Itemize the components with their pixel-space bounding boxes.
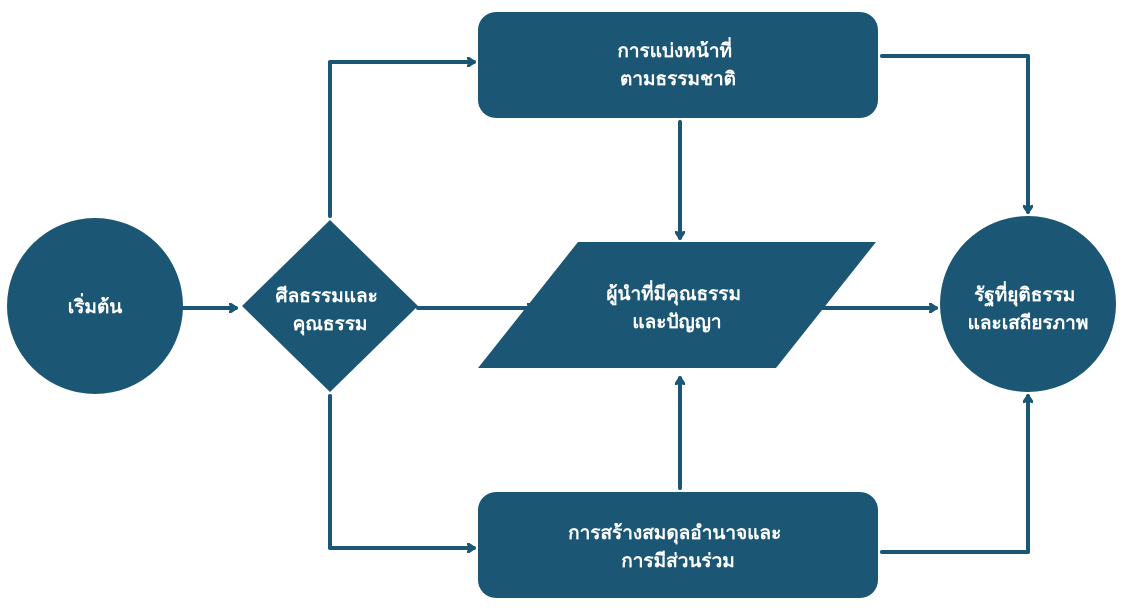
- node-state-line-1: รัฐที่ยุติธรรม: [974, 281, 1075, 308]
- node-natural-division: การแบ่งหน้าที่ ตามธรรมชาติ: [478, 12, 878, 118]
- node-natural-division-line-1: การแบ่งหน้าที่: [617, 37, 732, 62]
- node-virtue: ศีลธรรมและ คุณธรรม: [242, 220, 418, 392]
- node-start: เริ่มต้น: [7, 218, 183, 394]
- svg-text:การสร้างสมดุลอำนาจและ กา: การสร้างสมดุลอำนาจและ การมีส่วนร่วม: [568, 522, 788, 572]
- node-balance-line-1: การสร้างสมดุลอำนาจและ: [568, 522, 781, 545]
- node-leader-line-1: ผู้นำที่มีคุณธรรม: [606, 280, 741, 306]
- node-leader: ผู้นำที่มีคุณธรรม และปัญญา: [478, 242, 876, 368]
- svg-text:รัฐที่ยุติธรรม และเสถียร: รัฐที่ยุติธรรม และเสถียรภาพ: [968, 281, 1089, 334]
- edge-virtue-to-balance: [328, 394, 476, 548]
- node-natural-division-line-2: ตามธรรมชาติ: [620, 68, 736, 90]
- svg-text:การแบ่งหน้าที่ ตามธรรมชา: การแบ่งหน้าที่ ตามธรรมชาติ: [617, 37, 738, 90]
- node-leader-line-2: และปัญญา: [632, 311, 721, 333]
- node-state: รัฐที่ยุติธรรม และเสถียรภาพ: [940, 216, 1116, 392]
- edge-virtue-to-natural-division: [328, 62, 476, 218]
- edges: [180, 54, 1028, 554]
- edge-natural-division-to-state: [880, 54, 1028, 214]
- node-start-line-1: เริ่มต้น: [68, 293, 123, 318]
- node-state-line-2: และเสถียรภาพ: [968, 312, 1089, 334]
- edge-balance-to-state: [880, 394, 1028, 554]
- svg-text:เริ่มต้น: เริ่มต้น: [68, 293, 123, 318]
- node-virtue-line-1: ศีลธรรมและ: [276, 285, 378, 307]
- svg-text:ศีลธรรมและ คุณธรรม: ศีลธรรมและ คุณธรรม: [276, 285, 385, 336]
- node-virtue-line-2: คุณธรรม: [293, 313, 368, 336]
- svg-text:ผู้นำที่มีคุณธรรม และปัญ: ผู้นำที่มีคุณธรรม และปัญญา: [606, 280, 747, 333]
- node-balance-line-2: การมีส่วนร่วม: [621, 550, 735, 572]
- node-balance: การสร้างสมดุลอำนาจและ การมีส่วนร่วม: [478, 492, 878, 598]
